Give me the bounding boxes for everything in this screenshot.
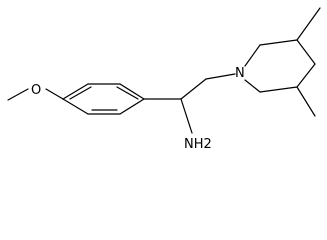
structure-diagram: O NH2 N	[7, 7, 321, 152]
ring-nitrogen-label: N	[235, 66, 245, 81]
oxygen-atom-label: O	[31, 83, 41, 98]
benzene-ring	[62, 83, 145, 115]
bond-ch-ch2	[180, 78, 207, 100]
bond-ch-amine	[180, 98, 193, 134]
piperidine-ring	[244, 39, 316, 93]
bond-ch2-n	[205, 73, 236, 80]
bond-oxygen-ring	[45, 88, 64, 100]
bond-methyl-top	[296, 7, 321, 41]
bond-methyl-oxygen	[7, 88, 29, 101]
amine-label: NH2	[184, 137, 212, 152]
bond-methyl-bottom	[296, 86, 316, 117]
